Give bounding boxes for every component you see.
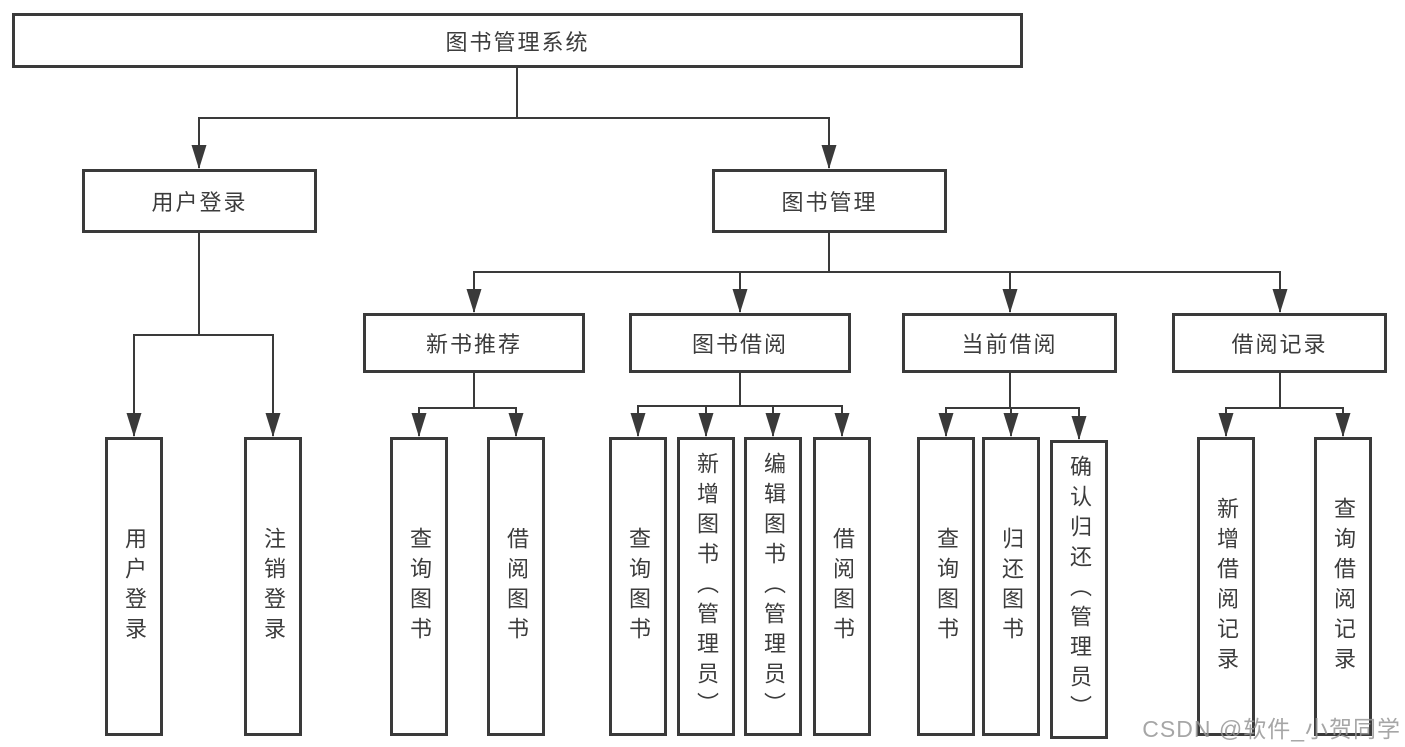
node-query-borrow-record: 查询借阅记录 (1314, 437, 1372, 736)
node-return-books: 归还图书 (982, 437, 1040, 736)
node-new-book-recommendation: 新书推荐 (363, 313, 585, 373)
edge-root-to-level2 (198, 68, 830, 168)
node-query-books-current: 查询图书 (917, 437, 975, 736)
watermark: CSDN @软件_小贺同学 (1142, 716, 1401, 742)
edge-userlogin-to-leaves (133, 233, 274, 436)
arrowheads (126, 145, 1351, 440)
node-book-borrowing: 图书借阅 (629, 313, 851, 373)
node-add-books-admin: 新增图书（管理员） (677, 437, 735, 736)
edge-newbook-to-leaves (418, 373, 517, 436)
node-borrow-books-recommend: 借阅图书 (487, 437, 545, 736)
node-borrowing-records: 借阅记录 (1172, 313, 1387, 373)
node-library-management-system: 图书管理系统 (12, 13, 1023, 68)
edge-bookmgmt-to-level3 (473, 233, 1281, 312)
edge-records-to-leaves (1225, 373, 1344, 436)
node-user-login-leaf: 用户登录 (105, 437, 163, 736)
node-borrow-books-leaf: 借阅图书 (813, 437, 871, 736)
node-current-borrowing: 当前借阅 (902, 313, 1117, 373)
node-confirm-return-admin: 确认归还（管理员） (1050, 440, 1108, 739)
edge-bookborrow-to-leaves (637, 373, 843, 436)
node-logout: 注销登录 (244, 437, 302, 736)
node-add-borrow-record: 新增借阅记录 (1197, 437, 1255, 736)
node-user-login: 用户登录 (82, 169, 317, 233)
node-edit-books-admin: 编辑图书（管理员） (744, 437, 802, 736)
node-query-books-borrow: 查询图书 (609, 437, 667, 736)
node-query-books-recommend: 查询图书 (390, 437, 448, 736)
node-book-management: 图书管理 (712, 169, 947, 233)
